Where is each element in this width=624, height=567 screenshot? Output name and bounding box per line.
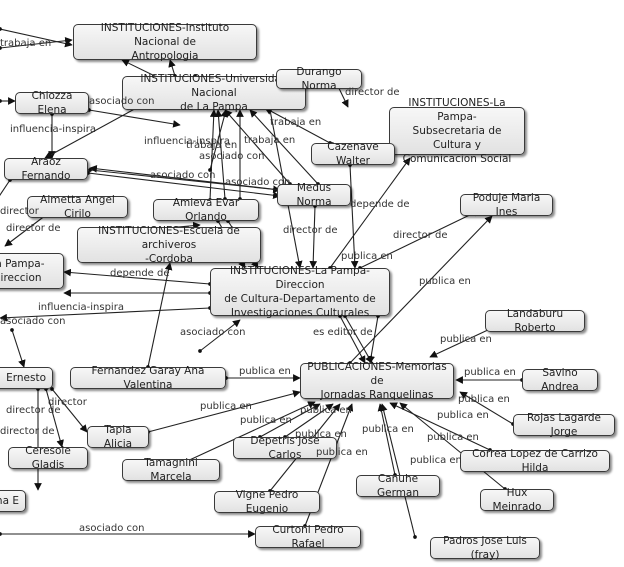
node-tamagnini-marcela[interactable]: Tamagnini Marcela (122, 457, 220, 483)
connector-line (208, 109, 228, 172)
edge-label: publica en (458, 394, 510, 405)
connector-line (168, 59, 177, 78)
edge-label: depende de (110, 268, 170, 279)
edge-label: asociado con (79, 523, 145, 534)
connector-line (89, 164, 282, 192)
edge-label: publica en (316, 447, 368, 458)
node-cazenave-walter[interactable]: Cazenave Walter (311, 141, 395, 167)
node-vigne-pedro-eugenio[interactable]: Vigne Pedro Eugenio (214, 489, 320, 515)
edge-label: publica en (341, 251, 393, 262)
edge-label: asociado con (150, 170, 216, 181)
connector-line (0, 306, 212, 322)
node-inst-depto-investigaciones[interactable]: INSTITUCIONES-La Pampa-Direccion de Cult… (210, 265, 390, 319)
edge-label: publica en (362, 424, 414, 435)
connector-line (146, 390, 301, 434)
node-landaburu-roberto[interactable]: Landaburu Roberto (485, 308, 585, 334)
edge-label: publica en (427, 432, 479, 443)
edge-label: publica en (410, 455, 462, 466)
connector-line (0, 178, 12, 211)
edge-label: publica en (239, 366, 291, 377)
connector-line (459, 391, 515, 426)
node-aimetta-angel-cirilo[interactable]: Aimetta Angel Cirilo (27, 194, 128, 220)
edge-label: influencia-inspira (10, 124, 96, 135)
node-fernandez-garay[interactable]: Fernandez Garay Ana Valentina (70, 365, 226, 391)
connector-line (10, 328, 26, 368)
edge-label: asociado con (89, 96, 155, 107)
node-poduje-maria-ines[interactable]: Poduje Maria Ines (460, 192, 553, 218)
edge-label: asociado con (225, 177, 291, 188)
node-hux-meinrado[interactable]: Hux Meinrado (480, 487, 554, 513)
edge-label: es editor de (313, 327, 373, 338)
edge-label: depende de (350, 199, 410, 210)
edge-label: influencia-inspira (144, 136, 230, 147)
node-correa-lopez-carrizo-hilda[interactable]: Correa Lopez de Carrizo Hilda (460, 448, 610, 474)
node-tapia-alicia[interactable]: Tapia Alicia (87, 424, 149, 450)
edge-label: publica en (240, 415, 292, 426)
node-inst-antropologia[interactable]: INSTITUCIONES-Instituto Nacional de Antr… (73, 22, 257, 62)
edge-label: director de (393, 230, 448, 241)
node-pub-memorias-jornadas[interactable]: PUBLICACIONES-Memorias de Jornadas Ranqu… (300, 361, 454, 401)
edge-label: publica en (300, 405, 352, 416)
connector-line (198, 319, 241, 353)
connector-line (343, 314, 373, 364)
edge-label: publica en (200, 401, 252, 412)
edge-label: director de (283, 225, 338, 236)
node-inst-pampa-direccion-left[interactable]: La Pampa-Direccion (0, 253, 64, 289)
edge-label: trabaja en (244, 135, 296, 146)
node-durango-norma[interactable]: Durango Norma (276, 66, 362, 92)
edge-label: asociado con (0, 316, 66, 327)
connector-line (0, 36, 73, 50)
connector-line (50, 387, 88, 433)
node-canuhe-german[interactable]: Canuhe German (356, 473, 440, 499)
edge-label: director de (0, 426, 55, 437)
connector-line (87, 108, 181, 128)
node-rojas-lagarde-jorge[interactable]: Rojas Lagarde Jorge (513, 412, 615, 438)
node-medus-norma[interactable]: Medus Norma (277, 182, 351, 208)
edge-label: trabaja en (0, 38, 52, 49)
node-inst-unlpam[interactable]: INSTITUCIONES-Universidad Nacional de La… (122, 73, 306, 113)
node-ana-e[interactable]: Ana E (0, 490, 26, 512)
edge-label: publica en (419, 276, 471, 287)
edge-label: publica en (440, 334, 492, 345)
node-inst-subsecretaria[interactable]: INSTITUCIONES-La Pampa- Subsecretaria de… (389, 97, 525, 165)
node-savino-andrea[interactable]: Savino Andrea (522, 367, 598, 393)
node-padros-jose-luis[interactable]: Padros Jose Luis (fray) (430, 535, 540, 561)
edge-label: asociado con (199, 151, 265, 162)
edge-label: influencia-inspira (38, 302, 124, 313)
node-chiozza-elena[interactable]: Chiozza Elena (15, 90, 89, 116)
edge-label: director de (6, 223, 61, 234)
connector-line (399, 402, 507, 491)
edge-label: director (48, 397, 87, 408)
edge-label: publica en (437, 410, 489, 421)
edge-label: director de (345, 87, 400, 98)
edge-label: trabaja en (186, 140, 238, 151)
connector-line (63, 268, 212, 286)
node-depetris-jose-carlos[interactable]: Depetris Jose Carlos (233, 435, 337, 461)
connector-line (338, 314, 366, 364)
connector-line (146, 262, 173, 369)
node-ernesto[interactable]: Ernesto (0, 367, 53, 389)
connector-line (309, 204, 318, 269)
node-ceresole-gladis[interactable]: Ceresole Gladis (8, 445, 88, 471)
edge-label: director de (6, 405, 61, 416)
node-curtoni-pedro-rafael[interactable]: Curtoni Pedro Rafael (255, 524, 361, 550)
connector-line (379, 403, 417, 539)
node-araoz-fernando[interactable]: Araoz Fernando (4, 156, 88, 182)
node-amieva-evar-orlando[interactable]: Amieva Evar Orlando (153, 197, 259, 223)
node-inst-archivos-cordoba[interactable]: INSTITUCIONES-Escuela de archiveros -Cor… (77, 225, 261, 265)
edge-label: trabaja en (270, 117, 322, 128)
edge-label: director (0, 206, 39, 217)
edge-label: asociado con (180, 327, 246, 338)
connector-line (377, 403, 397, 477)
edge-label: publica en (464, 367, 516, 378)
edge-label: publica en (295, 429, 347, 440)
connector-line (367, 314, 380, 364)
